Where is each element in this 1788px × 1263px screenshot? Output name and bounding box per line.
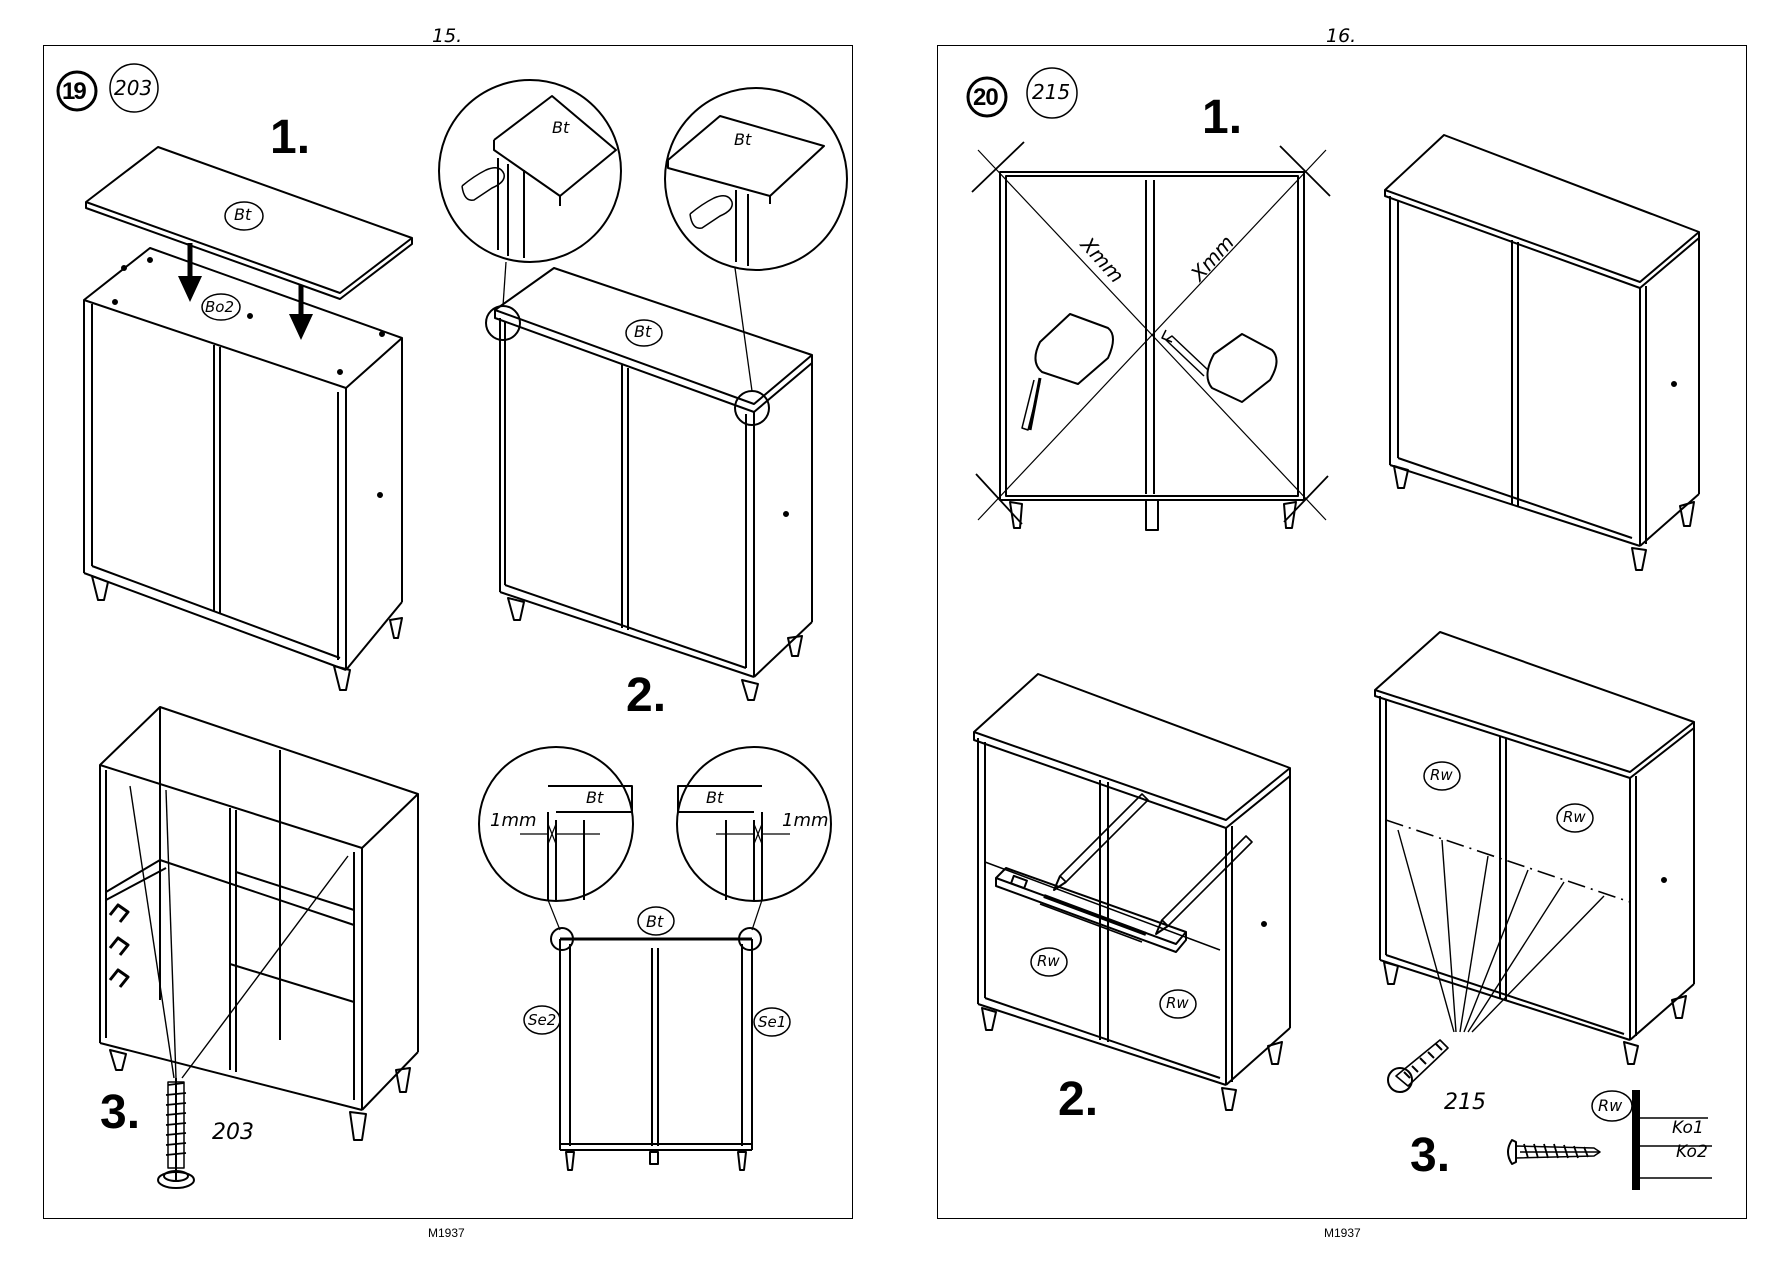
label-bt-gap-right: Bt [706, 788, 724, 807]
left-page-number: 15. [432, 25, 463, 47]
label-bo2: Bo2 [205, 298, 235, 316]
detail-circle-right [664, 87, 848, 271]
label-se1: Se1 [758, 1013, 787, 1031]
gap-diagram [478, 746, 832, 1171]
label-bt-detail-left: Bt [552, 118, 570, 137]
label-gap-1mm-left: 1mm [490, 810, 537, 831]
label-bt-cabinet: Bt [634, 322, 652, 341]
label-rw-2: Rw [1166, 994, 1189, 1012]
label-rw-section: Rw [1598, 1096, 1623, 1115]
right-substep-3: 3. [1410, 1129, 1451, 1182]
detail-circle-left [438, 79, 622, 263]
part-215-badge [1026, 67, 1078, 119]
screw-rail-drawing [1374, 631, 1712, 1190]
part-203-count: 203 [114, 76, 153, 100]
label-gap-1mm-right: 1mm [782, 810, 829, 831]
part-215-count: 215 [1032, 80, 1071, 104]
left-substep-2: 2. [626, 669, 667, 722]
right-substep-2: 2. [1058, 1073, 1099, 1126]
label-rw-1: Rw [1037, 952, 1060, 970]
right-footer-code: M1937 [1324, 1226, 1361, 1240]
step-19-number: 19 [62, 78, 87, 105]
substep2-cabinet-drawing [438, 79, 848, 701]
marking-drawing [973, 673, 1291, 1111]
label-rw-4: Rw [1563, 808, 1586, 826]
gap-detail-right [676, 746, 832, 902]
right-page-number: 16. [1326, 25, 1357, 47]
gap-detail-left [478, 746, 634, 902]
label-bt-gap-left: Bt [586, 788, 604, 807]
left-substep-3: 3. [100, 1086, 141, 1139]
label-screw-215: 215 [1444, 1090, 1486, 1115]
label-bt-panel: Bt [234, 205, 252, 224]
step-20-number: 20 [973, 84, 999, 111]
label-bt-elevation: Bt [646, 912, 664, 931]
label-screw-203: 203 [212, 1120, 254, 1145]
right-cabinet-isometric [1384, 134, 1700, 571]
label-rw-3: Rw [1430, 766, 1453, 784]
step-20-badge [966, 76, 1008, 118]
substep3-cabinet-drawing [99, 706, 419, 1189]
right-substep-1: 1. [1202, 91, 1243, 144]
label-se2: Se2 [528, 1011, 557, 1029]
part-203-badge [109, 63, 159, 113]
right-page-frame [937, 45, 1747, 1219]
left-substep-1: 1. [270, 111, 311, 164]
substep1-cabinet-drawing [83, 146, 413, 691]
label-ko2: Ko2 [1676, 1142, 1708, 1162]
label-ko1: Ko1 [1672, 1118, 1704, 1138]
step-19-badge [56, 70, 98, 112]
label-bt-detail-right: Bt [734, 130, 752, 149]
left-footer-code: M1937 [428, 1226, 465, 1240]
diagonal-measurement-drawing [971, 141, 1331, 531]
